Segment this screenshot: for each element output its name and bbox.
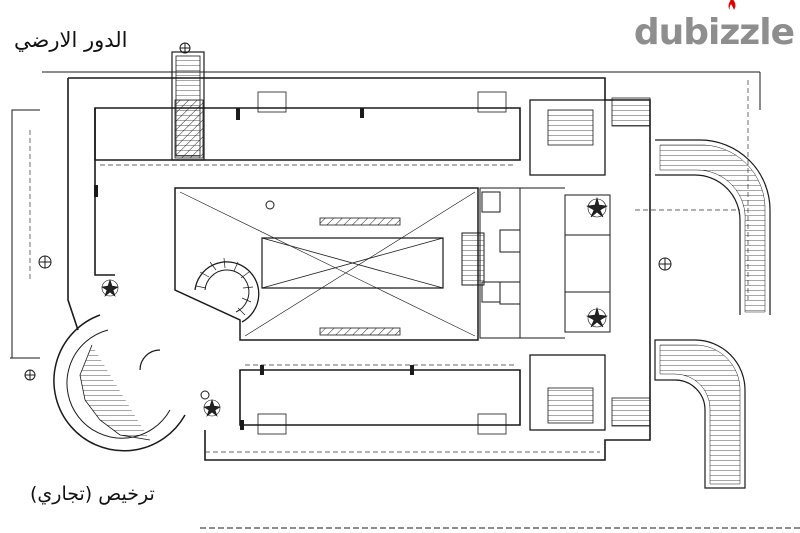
flame-icon <box>728 0 736 10</box>
ramp-upper-right <box>655 139 771 315</box>
plant-symbols <box>101 196 608 417</box>
central-hall <box>174 91 507 435</box>
stair-cores-right <box>529 97 651 431</box>
floor-title: الدور الارضي <box>14 28 128 52</box>
level-markers <box>24 42 672 400</box>
building-shell <box>67 77 651 461</box>
plot-boundary <box>10 71 800 529</box>
spiral-stair <box>194 257 260 323</box>
setback-lines <box>29 80 749 453</box>
watermark-logo: dubizzle <box>633 0 795 53</box>
ramp-lower-right <box>654 339 746 489</box>
service-core <box>461 187 611 339</box>
stair-top-left <box>171 51 205 161</box>
columns <box>94 108 414 430</box>
license-note: ترخيص (تجاري) <box>30 483 155 505</box>
curved-entrance <box>53 314 186 452</box>
watermark-text: dubizzle <box>633 12 795 53</box>
